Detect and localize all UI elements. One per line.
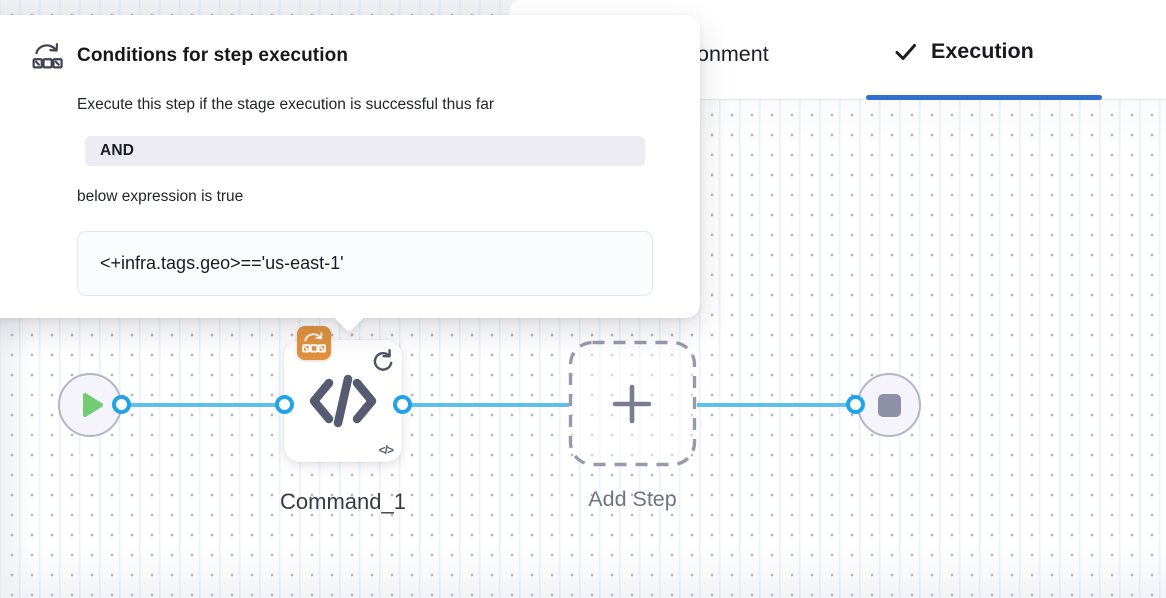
condition-intro-text: below expression is true [77, 188, 244, 205]
loop-strategy-icon[interactable] [368, 347, 395, 374]
stop-icon [877, 393, 901, 417]
edge-addstep-to-end [697, 403, 856, 407]
conditional-execution-badge[interactable] [297, 326, 331, 360]
active-tab-indicator [866, 95, 1102, 100]
operator-chip: AND [85, 136, 645, 166]
checkmark-icon [893, 39, 918, 64]
code-icon [307, 372, 379, 430]
condition-expression: <+infra.tags.geo>=='us-east-1' [77, 231, 653, 296]
code-mini-icon: </> [378, 443, 394, 457]
pipeline-end-node[interactable] [857, 373, 921, 437]
popover-description: Execute this step if the stage execution… [77, 96, 494, 113]
port-end-in [846, 395, 865, 414]
step-label-command[interactable]: Command_1 [280, 489, 406, 514]
edge-command-to-addstep [402, 403, 569, 407]
port-command-in [275, 395, 294, 414]
popover-title: Conditions for step execution [77, 45, 349, 66]
step-node-command[interactable]: </> [284, 340, 402, 462]
plus-icon [612, 384, 652, 424]
tab-execution-label: Execution [931, 39, 1034, 63]
add-step-button[interactable] [568, 340, 697, 467]
conditions-popover: Conditions for step execution Execute th… [0, 15, 700, 333]
tab-execution[interactable]: Execution [893, 39, 1034, 64]
step-label-addstep[interactable]: Add Step [588, 487, 677, 511]
port-command-out [393, 395, 412, 414]
port-start-out [112, 395, 131, 414]
edge-start-to-command [121, 403, 286, 407]
conditional-execution-icon [31, 40, 64, 73]
play-icon [82, 392, 104, 418]
